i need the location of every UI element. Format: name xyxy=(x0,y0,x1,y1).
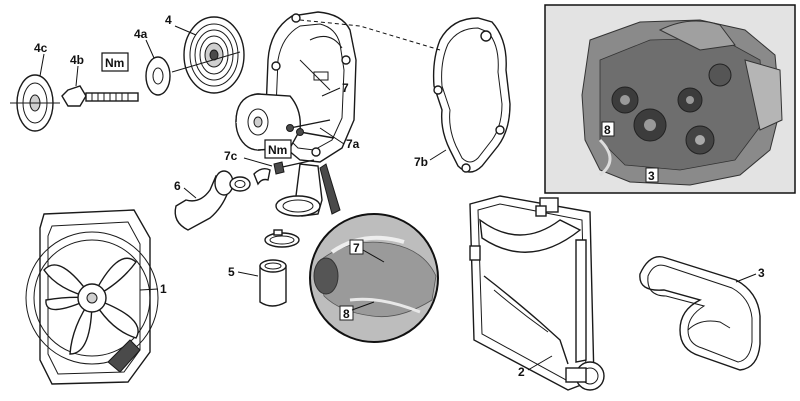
radiator-2 xyxy=(469,195,605,391)
engine-photo-label-8: 8 xyxy=(604,123,611,137)
gasket-7b xyxy=(432,17,511,173)
inset-label-8: 8 xyxy=(343,307,350,321)
label-7c: 7c xyxy=(224,149,238,163)
label-4c: 4c xyxy=(34,41,48,55)
label-3: 3 xyxy=(758,266,765,280)
bolt-7c xyxy=(273,159,315,175)
label-4: 4 xyxy=(165,13,172,27)
drive-belt-3 xyxy=(639,256,761,371)
washer-4a xyxy=(145,56,171,96)
torque-badge-1-text: Nm xyxy=(105,56,124,70)
pump-outlet-pipe xyxy=(275,163,323,217)
label-7b: 7b xyxy=(414,155,428,169)
bolt-4b xyxy=(61,85,139,107)
fan-1 xyxy=(25,209,159,385)
engine-photo: 8 3 xyxy=(544,4,796,194)
label-6: 6 xyxy=(174,179,181,193)
detail-inset: 7 8 xyxy=(309,163,439,343)
alignment-line xyxy=(299,19,441,51)
torque-badge-2-text: Nm xyxy=(268,143,287,157)
label-5: 5 xyxy=(228,265,235,279)
label-1: 1 xyxy=(160,282,167,296)
hose-6 xyxy=(174,167,271,231)
label-7: 7 xyxy=(342,81,349,95)
torque-badge-1: Nm xyxy=(101,52,129,72)
hose-5 xyxy=(259,229,300,307)
label-4a: 4a xyxy=(134,27,148,41)
engine-photo-label-3: 3 xyxy=(648,169,655,183)
pulley-4 xyxy=(171,16,245,94)
label-2: 2 xyxy=(518,365,525,379)
pulley-4c xyxy=(10,74,60,132)
label-4b: 4b xyxy=(70,53,84,67)
torque-badge-2: Nm xyxy=(264,139,292,159)
inset-label-7: 7 xyxy=(353,241,360,255)
label-7a: 7a xyxy=(346,137,360,151)
bolts-7a xyxy=(286,119,335,139)
